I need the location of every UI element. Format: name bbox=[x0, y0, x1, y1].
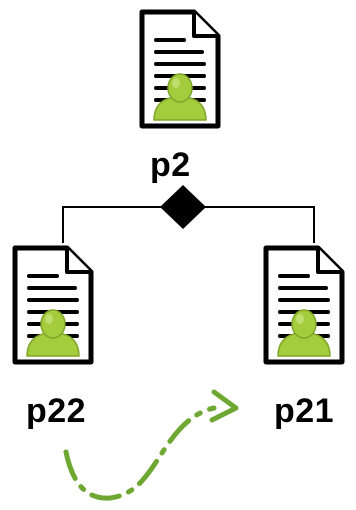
junction-diamond bbox=[160, 185, 206, 229]
node-p2-label: p2 bbox=[150, 146, 191, 184]
node-p21-document-icon bbox=[266, 248, 342, 362]
arrow-head bbox=[209, 389, 239, 423]
dashed-arrow bbox=[63, 389, 239, 501]
node-p22-label: p22 bbox=[26, 392, 87, 430]
node-p21-label: p21 bbox=[274, 392, 335, 430]
node-p22-document-icon bbox=[15, 248, 91, 362]
node-p2-document-icon bbox=[142, 12, 218, 126]
dashed-arrow-path bbox=[63, 405, 217, 501]
